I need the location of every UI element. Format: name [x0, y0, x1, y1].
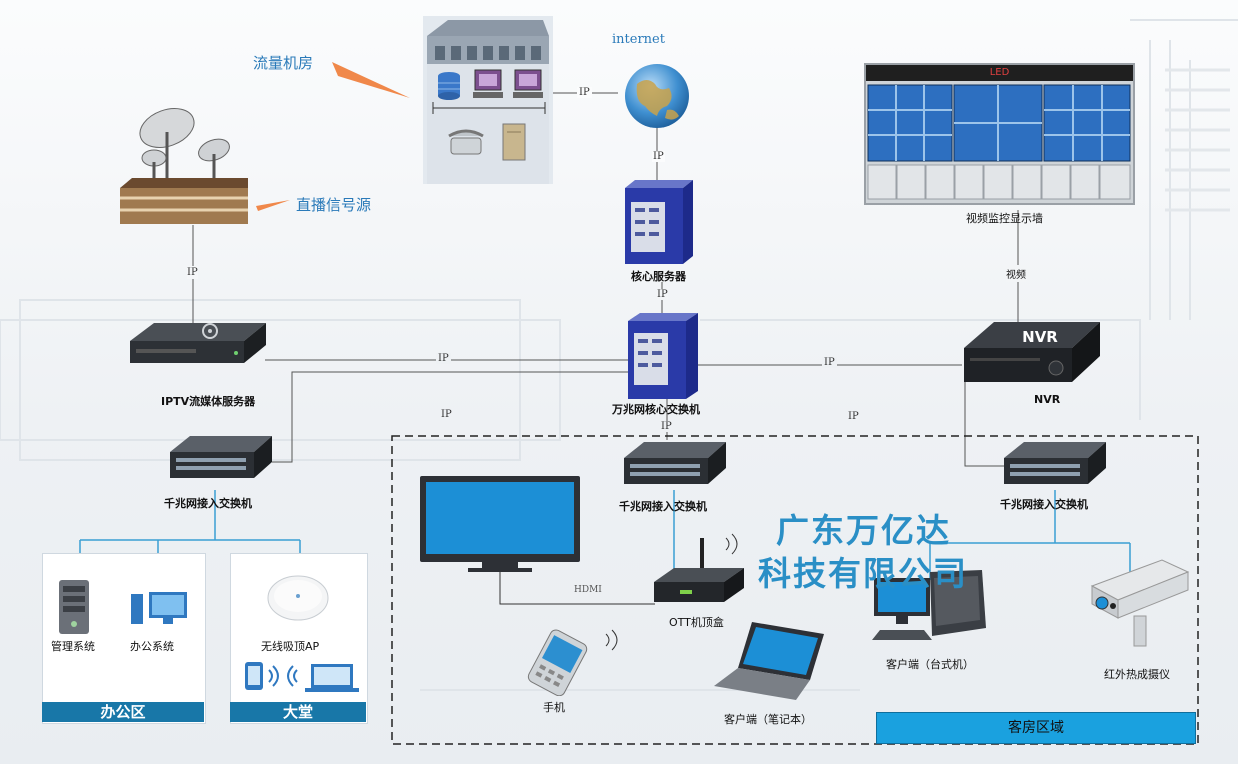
ott-box-label: OTT机顶盒 — [669, 616, 724, 629]
traffic-room-label: 流量机房 — [253, 54, 314, 72]
server-tower-icon — [502, 123, 526, 161]
hdmi-label: HDMI — [574, 585, 602, 595]
office-zone-footer: 办公区 — [42, 702, 204, 722]
mid-switch-label: 千兆网接入交换机 — [619, 500, 707, 513]
core-server-label: 核心服务器 — [631, 270, 686, 283]
right-switch-label: 千兆网接入交换机 — [1000, 498, 1088, 511]
video-link-label: 视频 — [1006, 265, 1026, 282]
core-switch-label: 万兆网核心交换机 — [612, 403, 700, 416]
core-switch-icon — [628, 313, 698, 399]
left-switch-label: 千兆网接入交换机 — [164, 497, 252, 510]
led-banner: LED — [866, 65, 1133, 81]
company-name-line1: 广东万亿达 — [776, 511, 951, 550]
guest-zone-footer: 客房区域 — [876, 712, 1196, 744]
nvr-device-text: NVR — [1022, 328, 1058, 346]
ip-label-server-core: IP — [657, 289, 668, 300]
internet-label: internet — [612, 32, 665, 47]
office-pc-icon — [131, 592, 187, 624]
traffic-room-building — [423, 16, 553, 184]
nvr-label: NVR — [1034, 393, 1061, 406]
live-source-label: 直播信号源 — [296, 196, 372, 214]
database-icon — [438, 72, 460, 100]
laptop-label: 客户端（笔记本） — [724, 713, 812, 726]
left-access-switch-icon — [170, 436, 272, 478]
mobile-phone-icon — [527, 629, 618, 696]
lobby-zone-card: 无线吸顶AP — [230, 553, 368, 724]
laptop-icon — [714, 622, 824, 700]
core-server-icon — [625, 180, 693, 264]
desktop-pc-icon — [872, 570, 986, 640]
company-name-line2: 科技有限公司 — [758, 554, 968, 593]
thermal-camera-label: 红外热成摄仪 — [1104, 668, 1170, 681]
wireless-ap-label: 无线吸顶AP — [261, 640, 320, 653]
wireless-ap-icon — [267, 575, 329, 621]
management-server-icon — [59, 580, 89, 634]
ott-settop-box-icon — [654, 533, 744, 602]
management-system-label: 管理系统 — [51, 640, 95, 653]
iptv-server-label: IPTV流媒体服务器 — [161, 395, 256, 408]
internet-globe-icon — [625, 64, 689, 128]
ip-label-left-switch: IP — [441, 409, 452, 420]
lobby-devices-icons — [245, 662, 359, 692]
thermal-camera-icon — [1090, 559, 1190, 647]
lobby-zone-footer: 大堂 — [230, 702, 366, 722]
ip-label-live-source: IP — [187, 266, 198, 279]
monitor-grid — [867, 84, 1131, 200]
mid-access-switch-icon — [624, 442, 726, 484]
traffic-room-pointer — [332, 62, 410, 98]
workstation-icon — [473, 69, 503, 98]
ip-label-internet-link: IP — [577, 87, 592, 98]
office-system-label: 办公系统 — [130, 640, 174, 653]
iptv-server-icon — [130, 323, 266, 363]
ip-label-iptv: IP — [436, 353, 451, 364]
guest-zone-border — [391, 435, 1199, 745]
ip-label-mid-switch: IP — [661, 421, 672, 432]
phone-label: 手机 — [543, 701, 565, 714]
satellite-dish-icon — [141, 149, 167, 178]
tv-monitor-icon — [420, 476, 580, 572]
ip-label-internet-server: IP — [652, 151, 665, 162]
satellite-dish-icon — [139, 108, 195, 178]
satellite-dish-icon — [198, 138, 230, 178]
ip-label-nvr: IP — [822, 357, 837, 368]
nvr-device-icon: NVR — [964, 322, 1100, 382]
live-source-pointer — [256, 200, 290, 211]
telephone-icon — [448, 129, 484, 155]
video-wall: LED — [864, 63, 1135, 205]
workstation-icon — [513, 69, 543, 98]
video-wall-label: 视频监控显示墙 — [966, 212, 1043, 225]
office-zone-card: 管理系统 办公系统 — [42, 553, 206, 724]
satellite-station-icon — [120, 108, 248, 224]
right-access-switch-icon — [1004, 442, 1106, 484]
ip-label-right-switch: IP — [848, 411, 859, 422]
desktop-label: 客户端（台式机） — [886, 658, 974, 671]
